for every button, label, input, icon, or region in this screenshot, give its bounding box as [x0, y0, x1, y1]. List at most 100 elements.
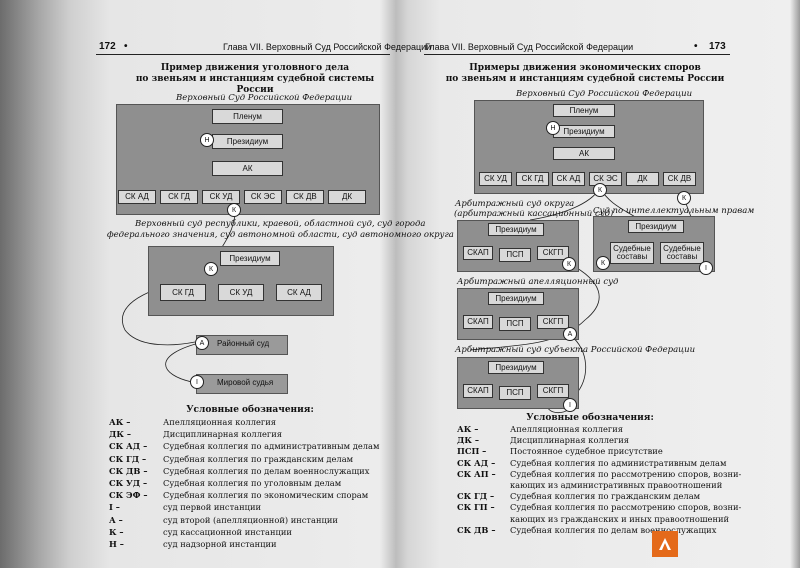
left-district-court: Районный суд	[217, 339, 270, 348]
legend-row: А –суд второй (апелляционной) инстанции	[109, 515, 389, 527]
left-college-box: СК ДВ	[286, 190, 324, 204]
right-ak-box: АК	[553, 147, 615, 160]
legend-abbr: СК ГД –	[457, 491, 495, 502]
right-appeal-skap: СКАП	[463, 315, 493, 329]
legend-row: АК – Апелляционная коллегия	[457, 424, 737, 435]
left-regional-presidium-box: Президиум	[220, 251, 280, 266]
right-page-number: 173	[709, 41, 726, 52]
right-running-head: Глава VII. Верховный Суд Российской Феде…	[425, 42, 634, 52]
left-supreme-label: Верховный Суд Российской Федерации	[176, 93, 353, 103]
legend-row: СК УД – Судебная коллегия по уголовным де…	[109, 478, 389, 490]
right-subject-skap: СКАП	[463, 384, 493, 398]
right-subject-psp: ПСП	[499, 386, 531, 400]
right-college-box: СК ЭС	[589, 172, 622, 186]
legend-abbr: СК УД –	[109, 478, 148, 488]
left-circle-i: I	[190, 375, 204, 389]
legend-abbr: СК АД –	[109, 441, 148, 452]
left-page-number: 172	[99, 41, 116, 52]
left-college-box: СК ЭС	[244, 190, 282, 204]
legend-abbr: I –	[109, 502, 120, 513]
left-college-box: СК АД	[118, 190, 156, 204]
left-college-box: ДК	[328, 190, 366, 204]
left-regional-college-box: СК УД	[218, 284, 264, 301]
legend-row: СК ЭФ –Судебная коллегия по экономически…	[109, 490, 389, 502]
left-presidium-box: Президиум	[212, 134, 283, 149]
left-college-box: СК ГД	[160, 190, 198, 204]
legend-row: СК ГД – Судебная коллегия по гражданским …	[109, 454, 389, 466]
legend-row: ПСП –Постоянное судебное присутствие	[457, 446, 737, 457]
right-college-box: СК ГД	[516, 172, 549, 186]
legend-desc: Судебная коллегия по гражданским делам	[510, 491, 701, 502]
left-circle-n: Н	[200, 133, 214, 147]
right-circuit-presidium: Президиум	[488, 223, 544, 236]
right-appeal-label: Арбитражный апелляционный суд	[457, 277, 619, 287]
right-circle-k-ip1: К	[677, 191, 691, 205]
left-title-line1: Пример движения уголовного дела	[160, 63, 350, 73]
legend-desc: Дисциплинарная коллегия	[510, 435, 629, 446]
left-title: Пример движения уголовного дела по звень…	[120, 63, 390, 96]
legend-desc: кающих из гражданских и иных правоотноше…	[510, 513, 730, 524]
legend-row: СК АД – Судебная коллегия по администрати…	[109, 441, 389, 453]
right-ip-presidium: Президиум	[628, 220, 684, 233]
legend-desc: Судебная коллегия по делам военнослужащи…	[510, 524, 717, 535]
left-regional-label-2: федерального значения, суд автономной об…	[107, 230, 454, 240]
legend-abbr: СК ДВ –	[109, 465, 148, 476]
legend-abbr: СК АД –	[457, 457, 496, 468]
left-regional-college-box: СК АД	[276, 284, 322, 301]
right-circle-k-top: К	[593, 183, 607, 197]
left-bullet: •	[124, 41, 128, 52]
legend-desc: Судебная коллегия по уголовным делам	[163, 478, 342, 488]
right-circuit-skgp: СКГП	[537, 246, 569, 260]
legend-desc: Апелляционная коллегия	[510, 424, 623, 434]
legend-abbr: СК ГД –	[109, 453, 147, 464]
right-ip-label: Суд по интеллектуальным правам	[593, 206, 755, 216]
right-plenum-box: Пленум	[553, 104, 615, 117]
right-college-box: ДК	[626, 172, 659, 186]
right-circle-i: I	[563, 398, 577, 412]
legend-row: СК ДВ – Судебная коллегия по делам военно…	[109, 466, 389, 478]
legend-abbr: АК –	[457, 424, 479, 434]
right-supreme-label: Верховный Суд Российской Федерации	[516, 89, 693, 99]
right-circle-a: А	[563, 327, 577, 341]
right-presidium-box: Президиум	[553, 125, 615, 138]
right-college-box: СК ДВ	[663, 172, 696, 186]
legend-abbr: АК –	[109, 417, 131, 427]
left-plenum-box: Пленум	[212, 109, 283, 124]
legend-row: СК ГД – Судебная коллегия по гражданским …	[457, 491, 737, 502]
legend-desc: Судебная коллегия по административным де…	[163, 441, 380, 452]
legend-desc: суд надзорной инстанции	[163, 539, 277, 549]
legend-abbr: А –	[109, 514, 123, 525]
legend-desc: суд кассационной инстанции	[163, 526, 292, 537]
left-title-line2: по звеньям и инстанциям судебной системы…	[135, 74, 375, 95]
legend-row: СК ГП –Судебная коллегия по рассмотрению…	[457, 502, 741, 513]
legend-desc: Апелляционная коллегия	[163, 417, 276, 427]
right-subject-label: Арбитражный суд субъекта Российской Феде…	[455, 345, 696, 355]
left-circle-k1: К	[227, 203, 241, 217]
legend-desc: Судебная коллегия по делам военнослужащи…	[163, 465, 370, 476]
legend-row: К –суд кассационной инстанции	[109, 527, 389, 539]
legend-abbr: ДК –	[109, 429, 131, 440]
legend-row: СК АД –Судебная коллегия по администрати…	[457, 458, 737, 469]
right-circle-k-ip2: К	[596, 256, 610, 270]
left-magistrate: Мировой судья	[217, 378, 274, 387]
legend-abbr: СК ГП –	[457, 502, 495, 513]
left-circle-k2: К	[204, 262, 218, 276]
left-legend-title: Условные обозначения:	[186, 405, 314, 415]
legend-desc: Судебная коллегия по гражданским делам	[163, 453, 354, 464]
left-college-box: СК УД	[202, 190, 240, 204]
legend-row: АК – Апелляционная коллегия	[109, 417, 389, 429]
legend-abbr: Н –	[109, 539, 124, 549]
right-college-box: СК УД	[479, 172, 512, 186]
right-college-box: СК АД	[552, 172, 585, 186]
logo-mark-icon	[659, 538, 671, 550]
legend-abbr: СК АП –	[457, 468, 496, 479]
legend-row: СК ДВ –Судебная коллегия по делам военно…	[457, 525, 737, 536]
legend-desc: Судебная коллегия по экономическим спора…	[163, 490, 369, 501]
legend-desc: кающих из административных правоотношени…	[510, 480, 723, 490]
right-circuit-label-1: Арбитражный суд округа	[455, 199, 575, 209]
right-appeal-presidium: Президиум	[488, 292, 544, 305]
legend-row: СК АП –Судебная коллегия по рассмотрению…	[457, 468, 741, 480]
right-circuit-skap: СКАП	[463, 246, 493, 260]
